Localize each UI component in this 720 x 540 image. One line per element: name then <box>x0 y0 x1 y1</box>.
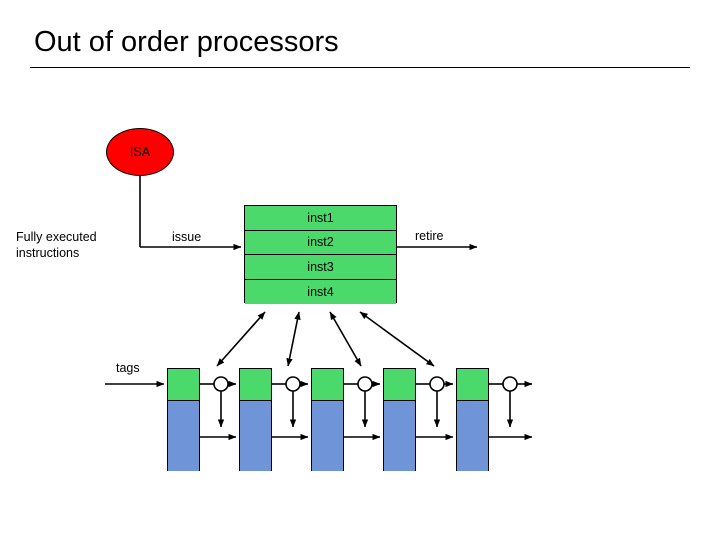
dispatch-arrow-3 <box>329 311 362 367</box>
title-divider <box>30 67 690 68</box>
reservation-station-tag-field <box>240 369 271 401</box>
fully-executed-instructions-label: Fully executed instructions <box>16 230 97 260</box>
dispatch-arrow-4 <box>359 311 435 367</box>
comparator-circle-2 <box>285 376 301 392</box>
comparator-circle-1 <box>213 376 229 392</box>
instruction-row: inst4 <box>245 279 396 304</box>
isa-ellipse: ISA <box>106 128 174 176</box>
comparator-circle-3 <box>357 376 373 392</box>
reservation-station-value-field <box>240 401 271 471</box>
reservation-station-value-field <box>312 401 343 471</box>
instruction-label: inst3 <box>307 259 334 274</box>
instruction-queue-block: inst1 inst2 inst3 inst4 <box>244 205 397 304</box>
reservation-station-unit <box>456 368 489 471</box>
comparator-circle-5 <box>502 376 518 392</box>
reservation-station-tag-field <box>457 369 488 401</box>
dispatch-arrow-1 <box>216 311 266 367</box>
issue-label: issue <box>172 230 202 244</box>
reservation-station-value-field <box>457 401 488 471</box>
instruction-label: inst1 <box>307 210 334 225</box>
reservation-station-unit <box>167 368 200 471</box>
page-title: Out of order processors <box>34 26 339 58</box>
reservation-station-unit <box>311 368 344 471</box>
instruction-row: inst1 <box>245 206 396 231</box>
instruction-row: inst3 <box>245 255 396 280</box>
instruction-label: inst4 <box>307 284 334 299</box>
isa-label: ISA <box>129 145 151 159</box>
reservation-station-tag-field <box>312 369 343 401</box>
dispatch-arrow-2 <box>286 311 301 367</box>
reservation-station-tag-field <box>168 369 199 401</box>
instruction-label: inst2 <box>307 235 334 250</box>
reservation-station-value-field <box>384 401 415 471</box>
reservation-station-unit <box>239 368 272 471</box>
instruction-row: inst2 <box>245 230 396 255</box>
reservation-station-tag-field <box>384 369 415 401</box>
tags-label: tags <box>116 361 140 375</box>
reservation-station-value-field <box>168 401 199 471</box>
comparator-circle-4 <box>429 376 445 392</box>
reservation-station-unit <box>383 368 416 471</box>
retire-label: retire <box>415 229 444 243</box>
